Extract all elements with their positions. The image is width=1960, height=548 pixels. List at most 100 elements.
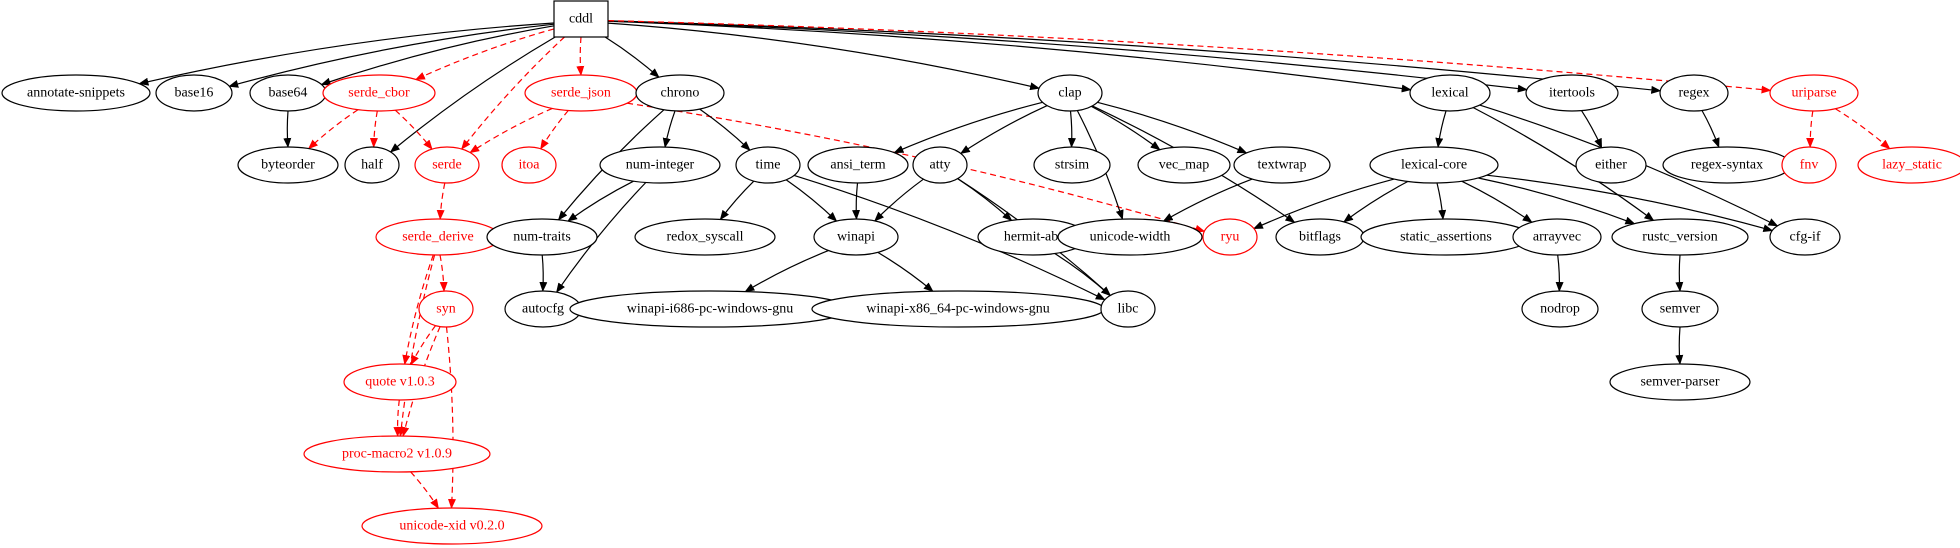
- node-half-label: half: [361, 158, 383, 173]
- edge-clap-to-textwrap: [1097, 101, 1248, 154]
- edge-ansi_term-to-winapi: [852, 182, 861, 220]
- edge-cddl-to-base64: [320, 25, 555, 86]
- edge-lexical-core-to-static_assertions: [1436, 182, 1447, 220]
- edge-lexical-core-to-rustc_version: [1478, 177, 1636, 225]
- node-semver-parser-shape: [1609, 363, 1751, 401]
- edge-lexical-core-to-bitflags: [1343, 180, 1409, 223]
- edge-serde_cbor-to-byteorder: [307, 109, 359, 150]
- edge-uriparse-to-fnv: [1806, 110, 1815, 148]
- node-itertools-label: itertools: [1549, 86, 1595, 101]
- node-textwrap: textwrap: [1233, 146, 1331, 184]
- edge-base64-to-byteorder: [283, 110, 292, 148]
- node-redox_syscall-label: redox_syscall: [667, 230, 744, 245]
- edge-clap-to-strsim: [1067, 110, 1076, 148]
- node-atty: atty: [912, 146, 968, 184]
- node-rustc_version-label: rustc_version: [1642, 230, 1717, 245]
- edge-lexical-to-lexical-core: [1435, 110, 1447, 148]
- edge-itertools-to-either: [1580, 110, 1603, 149]
- node-serde_cbor: serde_cbor: [322, 74, 436, 112]
- edge-lexical-core-to-ryu: [1252, 178, 1395, 230]
- node-arrayvec: arrayvec: [1512, 218, 1602, 256]
- edge-num-integer-to-num-traits: [567, 180, 634, 222]
- edge-chrono-to-num-integer: [662, 110, 676, 149]
- edge-winapi-to-winapi-i686-pc-windows-gnu: [744, 250, 829, 293]
- node-base16-label: base16: [175, 86, 214, 101]
- node-base16-shape: [155, 74, 233, 112]
- node-winapi: winapi: [813, 218, 899, 256]
- node-serde_json-label: serde_json: [551, 86, 611, 101]
- edge-arrayvec-to-nodrop: [1555, 254, 1564, 292]
- node-unicode-xid-label: unicode-xid v0.2.0: [399, 519, 504, 534]
- node-num-integer: num-integer: [599, 146, 721, 184]
- node-rustc_version-shape: [1611, 218, 1749, 256]
- node-regex-shape: [1659, 74, 1729, 112]
- edge-textwrap-to-unicode-width: [1162, 178, 1253, 222]
- node-annotate-snippets-shape: [1, 74, 151, 112]
- node-cfg-if: cfg-if: [1769, 218, 1841, 256]
- node-byteorder: byteorder: [237, 146, 339, 184]
- node-serde_cbor-shape: [322, 74, 436, 112]
- node-annotate-snippets-label: annotate-snippets: [27, 86, 125, 101]
- node-semver-shape: [1641, 290, 1719, 328]
- node-serde_cbor-label: serde_cbor: [348, 86, 410, 101]
- node-nodrop-shape: [1521, 290, 1599, 328]
- node-regex: regex: [1659, 74, 1729, 112]
- node-num-traits: num-traits: [486, 218, 598, 256]
- edge-time-to-redox_syscall: [719, 180, 755, 221]
- node-lexical-core: lexical-core: [1369, 146, 1499, 184]
- node-clap-shape: [1037, 74, 1103, 112]
- edge-atty-to-hermit-abi: [957, 178, 1013, 222]
- node-cfg-if-label: cfg-if: [1789, 230, 1820, 245]
- node-winapi-i686-pc-windows-gnu: winapi-i686-pc-windows-gnu: [569, 290, 851, 328]
- node-proc-macro2: proc-macro2 v1.0.9: [303, 435, 491, 473]
- node-lazy_static-shape: [1857, 146, 1960, 184]
- node-cfg-if-shape: [1769, 218, 1841, 256]
- node-lexical-label: lexical: [1431, 86, 1468, 101]
- edge-clap-to-atty: [959, 105, 1048, 155]
- node-atty-label: atty: [930, 158, 951, 173]
- node-lexical-core-shape: [1369, 146, 1499, 184]
- node-syn: syn: [418, 290, 474, 328]
- node-ryu-shape: [1202, 218, 1258, 256]
- node-semver-parser-label: semver-parser: [1640, 375, 1719, 390]
- node-time-label: time: [756, 158, 781, 173]
- edge-serde_cbor-to-half: [369, 110, 378, 148]
- node-bitflags: bitflags: [1275, 218, 1365, 256]
- node-regex-syntax-label: regex-syntax: [1691, 158, 1763, 173]
- node-winapi-i686-pc-windows-gnu-label: winapi-i686-pc-windows-gnu: [627, 302, 793, 317]
- edge-clap-to-vec_map: [1091, 105, 1161, 151]
- edge-cddl-to-uriparse: [607, 20, 1772, 94]
- edge-cddl-to-half: [389, 36, 556, 153]
- node-uriparse-label: uriparse: [1791, 86, 1836, 101]
- edge-cddl-to-serde: [461, 36, 565, 150]
- node-ryu-label: ryu: [1221, 230, 1240, 245]
- edge-cddl-to-regex: [607, 20, 1662, 94]
- node-regex-syntax: regex-syntax: [1662, 146, 1792, 184]
- edge-syn-to-quote: [410, 325, 436, 366]
- edge-syn-to-unicode-xid: [445, 326, 456, 509]
- edge-uriparse-to-lazy_static: [1835, 108, 1891, 150]
- node-clap-label: clap: [1058, 86, 1081, 101]
- edge-quote-to-proc-macro2: [393, 399, 402, 437]
- node-atty-shape: [912, 146, 968, 184]
- node-unicode-width-shape: [1057, 218, 1203, 256]
- node-itoa-label: itoa: [519, 158, 541, 173]
- edge-cddl-to-itertools: [607, 20, 1528, 93]
- node-semver-label: semver: [1660, 302, 1701, 317]
- node-base64: base64: [249, 74, 327, 112]
- node-serde-shape: [414, 146, 480, 184]
- node-serde_derive: serde_derive: [375, 218, 501, 256]
- node-chrono-label: chrono: [661, 86, 700, 101]
- edge-cddl-to-clap: [607, 22, 1041, 91]
- edge-serde_derive-to-quote: [402, 254, 434, 366]
- node-redox_syscall: redox_syscall: [634, 218, 776, 256]
- edge-cddl-to-chrono: [604, 36, 660, 78]
- edge-serde_json-to-itoa: [540, 110, 569, 150]
- edge-serde_derive-to-proc-macro2: [397, 254, 436, 437]
- node-redox_syscall-shape: [634, 218, 776, 256]
- node-itoa-shape: [501, 146, 557, 184]
- edge-time-to-libc: [793, 174, 1106, 301]
- node-num-traits-label: num-traits: [513, 230, 571, 245]
